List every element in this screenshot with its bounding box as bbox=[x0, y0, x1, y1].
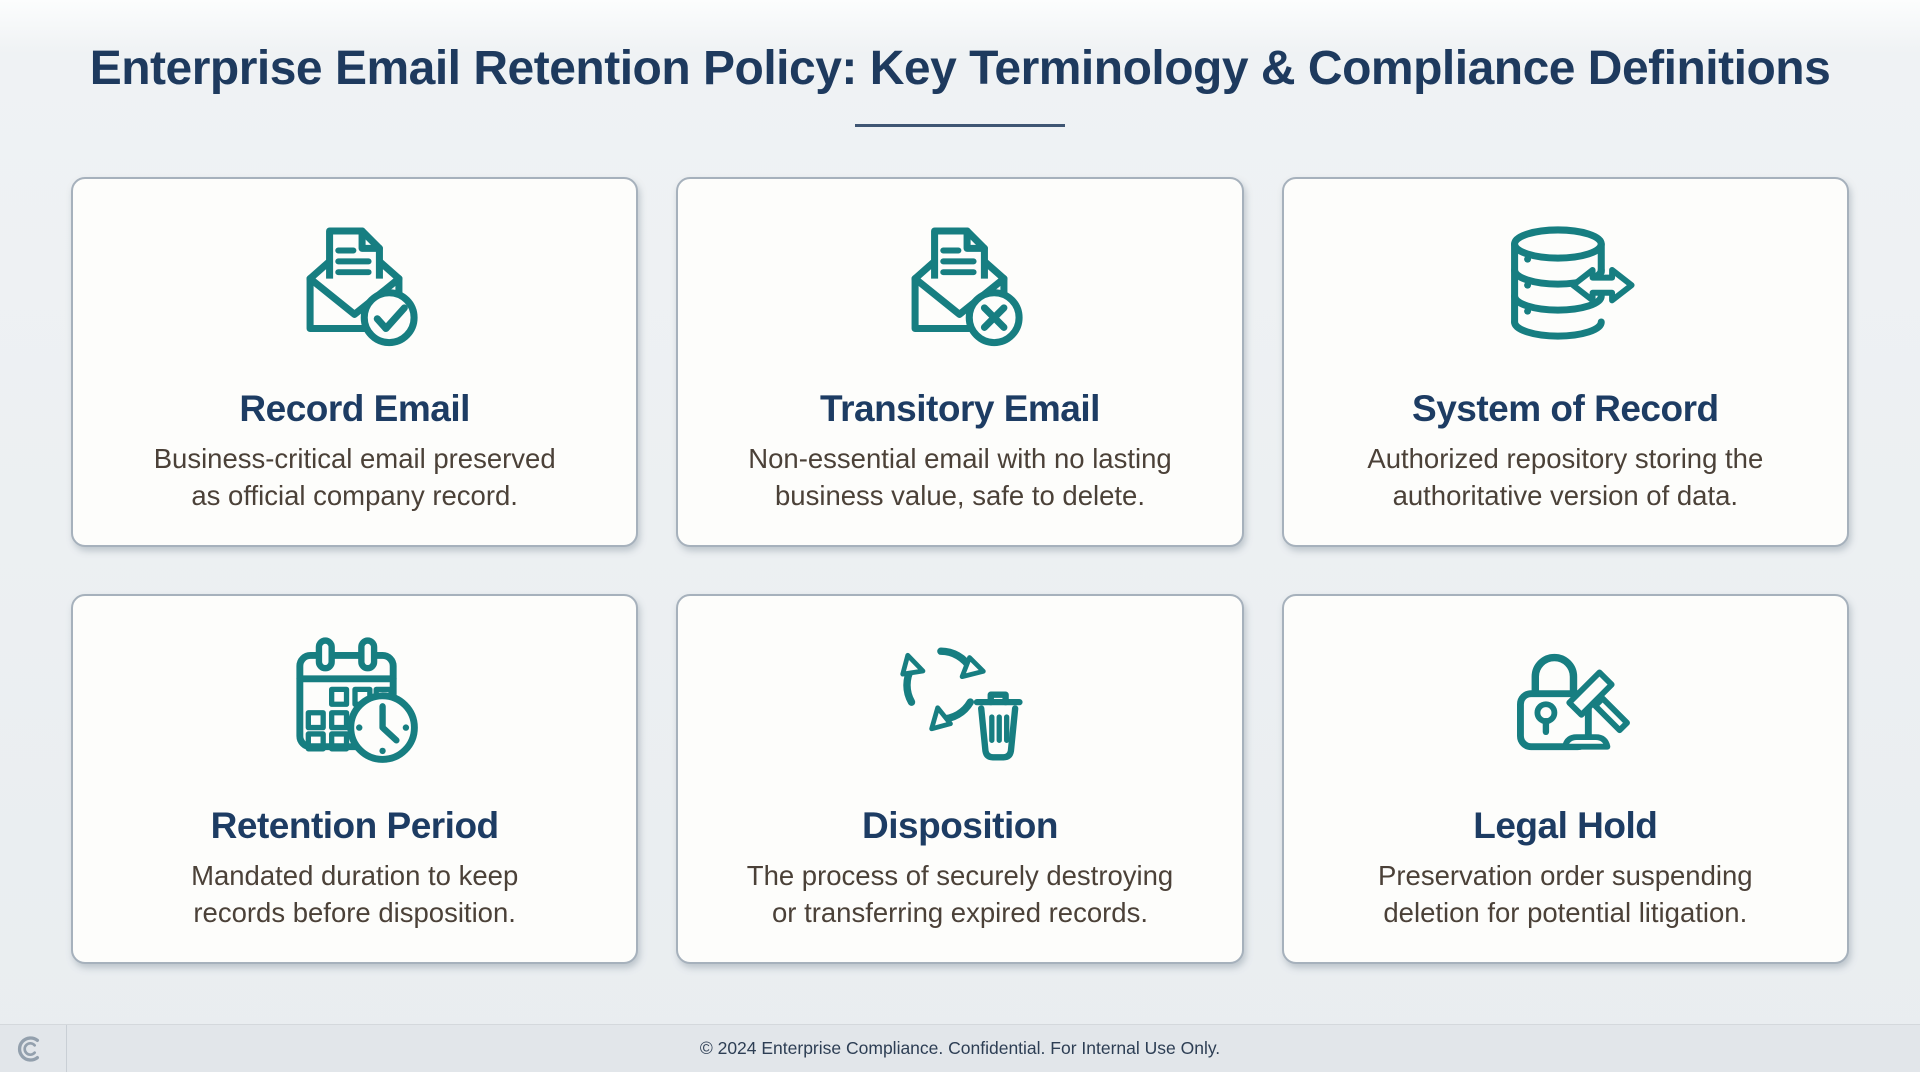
card-description: The process of securely destroying or tr… bbox=[746, 860, 1174, 929]
transitory-email-icon bbox=[889, 203, 1030, 363]
card-system-of-record: System of Record Authorized repository s… bbox=[1281, 177, 1849, 548]
system-of-record-icon bbox=[1495, 203, 1636, 363]
card-description: Non-essential email with no lasting busi… bbox=[748, 443, 1172, 512]
footer-bar: © 2024 Enterprise Compliance. Confidenti… bbox=[0, 1024, 1920, 1072]
definitions-grid: Record Email Business-critical email pre… bbox=[71, 177, 1849, 965]
record-email-icon bbox=[284, 203, 425, 363]
card-title: System of Record bbox=[1412, 388, 1719, 430]
double-c-logo bbox=[14, 1033, 46, 1065]
card-title: Record Email bbox=[239, 388, 470, 430]
title-underline bbox=[855, 124, 1065, 128]
card-record-email: Record Email Business-critical email pre… bbox=[71, 177, 639, 548]
card-description: Mandated duration to keep records before… bbox=[191, 860, 519, 929]
disposition-icon bbox=[890, 620, 1030, 780]
card-disposition: Disposition The process of securely dest… bbox=[676, 594, 1244, 965]
retention-period-icon bbox=[285, 620, 425, 780]
card-retention-period: Retention Period Mandated duration to ke… bbox=[71, 594, 639, 965]
legal-hold-icon bbox=[1495, 620, 1635, 780]
card-transitory-email: Transitory Email Non-essential email wit… bbox=[676, 177, 1244, 548]
card-description: Preservation order suspending deletion f… bbox=[1378, 860, 1753, 929]
card-description: Authorized repository storing the author… bbox=[1367, 443, 1764, 512]
page-title: Enterprise Email Retention Policy: Key T… bbox=[89, 42, 1831, 95]
card-title: Disposition bbox=[862, 805, 1058, 847]
card-title: Legal Hold bbox=[1473, 805, 1658, 847]
card-title: Transitory Email bbox=[820, 388, 1100, 430]
card-title: Retention Period bbox=[210, 805, 500, 847]
card-description: Business-critical email preserved as off… bbox=[153, 443, 556, 512]
footer-divider bbox=[66, 1025, 67, 1072]
footer-copyright: © 2024 Enterprise Compliance. Confidenti… bbox=[699, 1038, 1221, 1058]
card-legal-hold: Legal Hold Preservation order suspending… bbox=[1281, 594, 1849, 965]
